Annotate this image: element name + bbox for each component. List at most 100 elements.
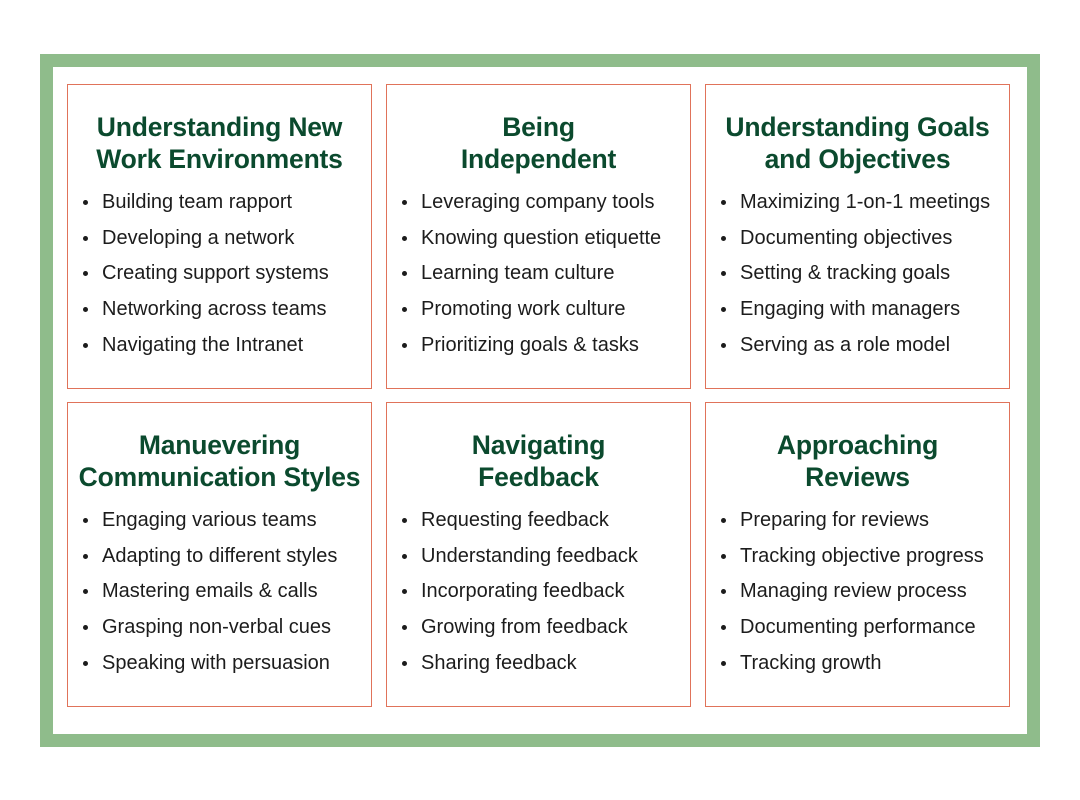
list-item-text: Requesting feedback — [421, 509, 609, 531]
list-item: Developing a network — [68, 223, 371, 259]
card-list: Preparing for reviews Tracking objective… — [706, 505, 1009, 683]
list-item-text: Navigating the Intranet — [102, 333, 304, 356]
bullet-icon — [721, 589, 726, 595]
list-item-text: Tracking growth — [740, 651, 882, 674]
list-item-text: Incorporating feedback — [421, 580, 625, 603]
list-item-text: Setting & tracking goals — [740, 262, 951, 285]
list-item: Learning team culture — [387, 258, 690, 294]
list-item-text: Adapting to different styles — [102, 544, 338, 567]
card-title: Being Independent — [460, 112, 617, 174]
list-item-text: Learning team culture — [421, 262, 615, 285]
card-manuevering-communication-styles: Manuevering Communication Styles Engagin… — [67, 402, 372, 707]
bullet-icon — [83, 271, 88, 277]
card-title: Understanding New Work Environments — [96, 112, 343, 174]
list-item: Leveraging company tools — [387, 187, 690, 223]
list-item-text: Sharing feedback — [421, 651, 577, 674]
bullet-icon — [402, 307, 407, 313]
list-item: Sharing feedback — [387, 648, 690, 684]
list-item-text: Documenting objectives — [740, 226, 953, 249]
list-item-text: Maximizing 1-on-1 meetings — [740, 191, 991, 213]
list-item-text: Mastering emails & calls — [102, 580, 318, 603]
list-item-text: Growing from feedback — [421, 616, 628, 639]
list-item: Tracking growth — [706, 648, 1009, 684]
card-list: Building team rapport Developing a netwo… — [68, 187, 371, 365]
list-item-text: Leveraging company tools — [421, 191, 655, 213]
list-item: Incorporating feedback — [387, 576, 690, 612]
list-item-text: Understanding feedback — [421, 544, 638, 567]
card-title: Manuevering Communication Styles — [78, 430, 361, 492]
bullet-icon — [402, 342, 407, 348]
list-item: Navigating the Intranet — [68, 330, 371, 366]
list-item-text: Documenting performance — [740, 616, 976, 639]
list-item: Building team rapport — [68, 187, 371, 223]
bullet-icon — [83, 342, 88, 348]
bullet-icon — [721, 271, 726, 277]
bullet-icon — [721, 553, 726, 559]
list-item-text: Serving as a role model — [740, 333, 951, 356]
bullet-icon — [83, 589, 88, 595]
list-item-text: Engaging various teams — [102, 509, 317, 531]
bullet-icon — [721, 660, 726, 666]
list-item: Networking across teams — [68, 294, 371, 330]
list-item-text: Promoting work culture — [421, 298, 626, 321]
list-item: Growing from feedback — [387, 612, 690, 648]
list-item: Engaging with managers — [706, 294, 1009, 330]
list-item-text: Developing a network — [102, 226, 295, 249]
bullet-icon — [721, 342, 726, 348]
card-understanding-new-work-environments: Understanding New Work Environments Buil… — [67, 84, 372, 389]
bullet-icon — [83, 518, 88, 523]
list-item: Creating support systems — [68, 258, 371, 294]
list-item: Setting & tracking goals — [706, 258, 1009, 294]
list-item-text: Prioritizing goals & tasks — [421, 333, 639, 356]
card-title: Navigating Feedback — [471, 430, 606, 492]
list-item: Maximizing 1-on-1 meetings — [706, 187, 1009, 223]
list-item: Understanding feedback — [387, 541, 690, 577]
list-item: Engaging various teams — [68, 505, 371, 541]
list-item-text: Networking across teams — [102, 298, 327, 321]
bullet-icon — [83, 235, 88, 241]
list-item-text: Knowing question etiquette — [421, 226, 662, 249]
list-item-text: Tracking objective progress — [740, 544, 984, 567]
bullet-icon — [83, 660, 88, 666]
list-item: Mastering emails & calls — [68, 576, 371, 612]
list-item: Requesting feedback — [387, 505, 690, 541]
list-item: Tracking objective progress — [706, 541, 1009, 577]
card-navigating-feedback: Navigating Feedback Requesting feedback … — [386, 402, 691, 707]
bullet-icon — [402, 235, 407, 241]
card-list: Requesting feedback Understanding feedba… — [387, 505, 690, 683]
bullet-icon — [721, 200, 726, 205]
card-title: Understanding Goals and Objectives — [725, 112, 990, 174]
list-item-text: Speaking with persuasion — [102, 651, 330, 674]
bullet-icon — [402, 271, 407, 277]
list-item-text: Building team rapport — [102, 191, 293, 213]
bullet-icon — [721, 307, 726, 313]
bullet-icon — [402, 625, 407, 631]
bullet-icon — [402, 518, 407, 523]
bullet-icon — [83, 307, 88, 313]
list-item: Knowing question etiquette — [387, 223, 690, 259]
bullet-icon — [721, 518, 726, 523]
bullet-icon — [402, 589, 407, 595]
list-item: Speaking with persuasion — [68, 648, 371, 684]
list-item: Grasping non-verbal cues — [68, 612, 371, 648]
bullet-icon — [402, 660, 407, 666]
bullet-icon — [721, 625, 726, 631]
list-item: Documenting objectives — [706, 223, 1009, 259]
bullet-icon — [83, 553, 88, 559]
list-item-text: Creating support systems — [102, 262, 329, 285]
list-item-text: Preparing for reviews — [740, 509, 929, 531]
card-list: Maximizing 1-on-1 meetings Documenting o… — [706, 187, 1009, 365]
list-item-text: Engaging with managers — [740, 298, 961, 321]
bullet-icon — [721, 235, 726, 241]
card-understanding-goals-and-objectives: Understanding Goals and Objectives Maxim… — [705, 84, 1010, 389]
bullet-icon — [402, 200, 407, 205]
list-item: Prioritizing goals & tasks — [387, 330, 690, 366]
list-item: Serving as a role model — [706, 330, 1009, 366]
bullet-icon — [83, 200, 88, 205]
bullet-icon — [83, 625, 88, 631]
card-being-independent: Being Independent Leveraging company too… — [386, 84, 691, 389]
list-item-text: Grasping non-verbal cues — [102, 616, 332, 639]
card-title: Approaching Reviews — [776, 430, 939, 492]
list-item: Documenting performance — [706, 612, 1009, 648]
list-item-text: Managing review process — [740, 580, 967, 603]
